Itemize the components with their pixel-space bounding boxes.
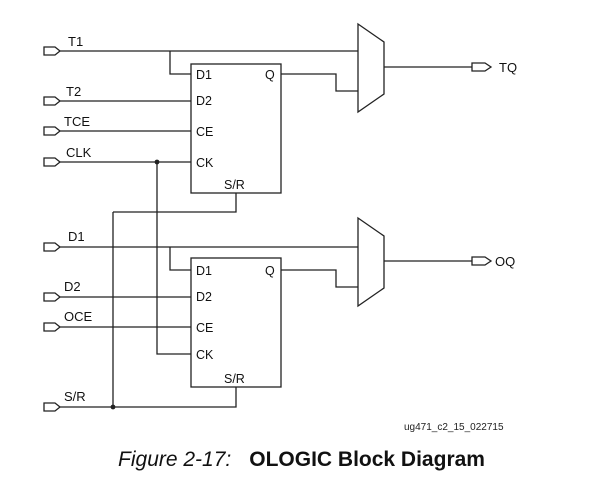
- wires-top: [60, 50, 472, 213]
- ff-top-sr-pin: S/R: [224, 178, 245, 192]
- ff-top-d1-pin: D1: [196, 68, 212, 82]
- input-port-tce: [43, 126, 62, 136]
- ff-bottom-sr-pin: S/R: [224, 372, 245, 386]
- wires-bottom: [60, 162, 472, 408]
- ff-bottom-d1-pin: D1: [196, 264, 212, 278]
- ff-top-d2-pin: D2: [196, 94, 212, 108]
- flipflop-top: D1 D2 CE CK Q S/R: [190, 63, 282, 194]
- input-port-oce: [43, 322, 62, 332]
- flipflop-bottom: D1 D2 CE CK Q S/R: [190, 257, 282, 388]
- label-oce: OCE: [64, 309, 93, 324]
- ff-top-ck-pin: CK: [196, 156, 214, 170]
- ff-top-ce-pin: CE: [196, 125, 213, 139]
- junction-sr: [110, 404, 116, 410]
- figure-number: Figure 2-17:: [118, 448, 232, 471]
- label-d2: D2: [64, 279, 81, 294]
- mux-bottom: [357, 216, 385, 308]
- label-oq: OQ: [495, 254, 515, 269]
- mux-top: [357, 22, 385, 114]
- junction-clk: [154, 159, 160, 165]
- label-d1: D1: [68, 229, 85, 244]
- ff-bottom-ck-pin: CK: [196, 348, 214, 362]
- input-port-d2: [43, 292, 62, 302]
- label-tq: TQ: [499, 60, 517, 75]
- output-port-oq: [471, 256, 493, 266]
- output-port-tq: [471, 62, 493, 72]
- label-t1: T1: [68, 34, 83, 49]
- input-port-t2: [43, 96, 62, 106]
- figure-caption: Figure 2-17: OLOGIC Block Diagram: [0, 448, 603, 472]
- input-port-sr: [43, 402, 62, 412]
- label-clk: CLK: [66, 145, 92, 160]
- input-port-t1: [43, 46, 62, 56]
- diagram-id: ug471_c2_15_022715: [404, 422, 504, 433]
- ff-bottom-ce-pin: CE: [196, 321, 213, 335]
- label-sr: S/R: [64, 389, 86, 404]
- ff-top-q-pin: Q: [265, 68, 275, 82]
- label-tce: TCE: [64, 114, 90, 129]
- input-port-clk: [43, 157, 62, 167]
- input-port-d1: [43, 242, 62, 252]
- ff-bottom-d2-pin: D2: [196, 290, 212, 304]
- ff-bottom-q-pin: Q: [265, 264, 275, 278]
- label-t2: T2: [66, 84, 81, 99]
- figure-title: OLOGIC Block Diagram: [249, 448, 485, 471]
